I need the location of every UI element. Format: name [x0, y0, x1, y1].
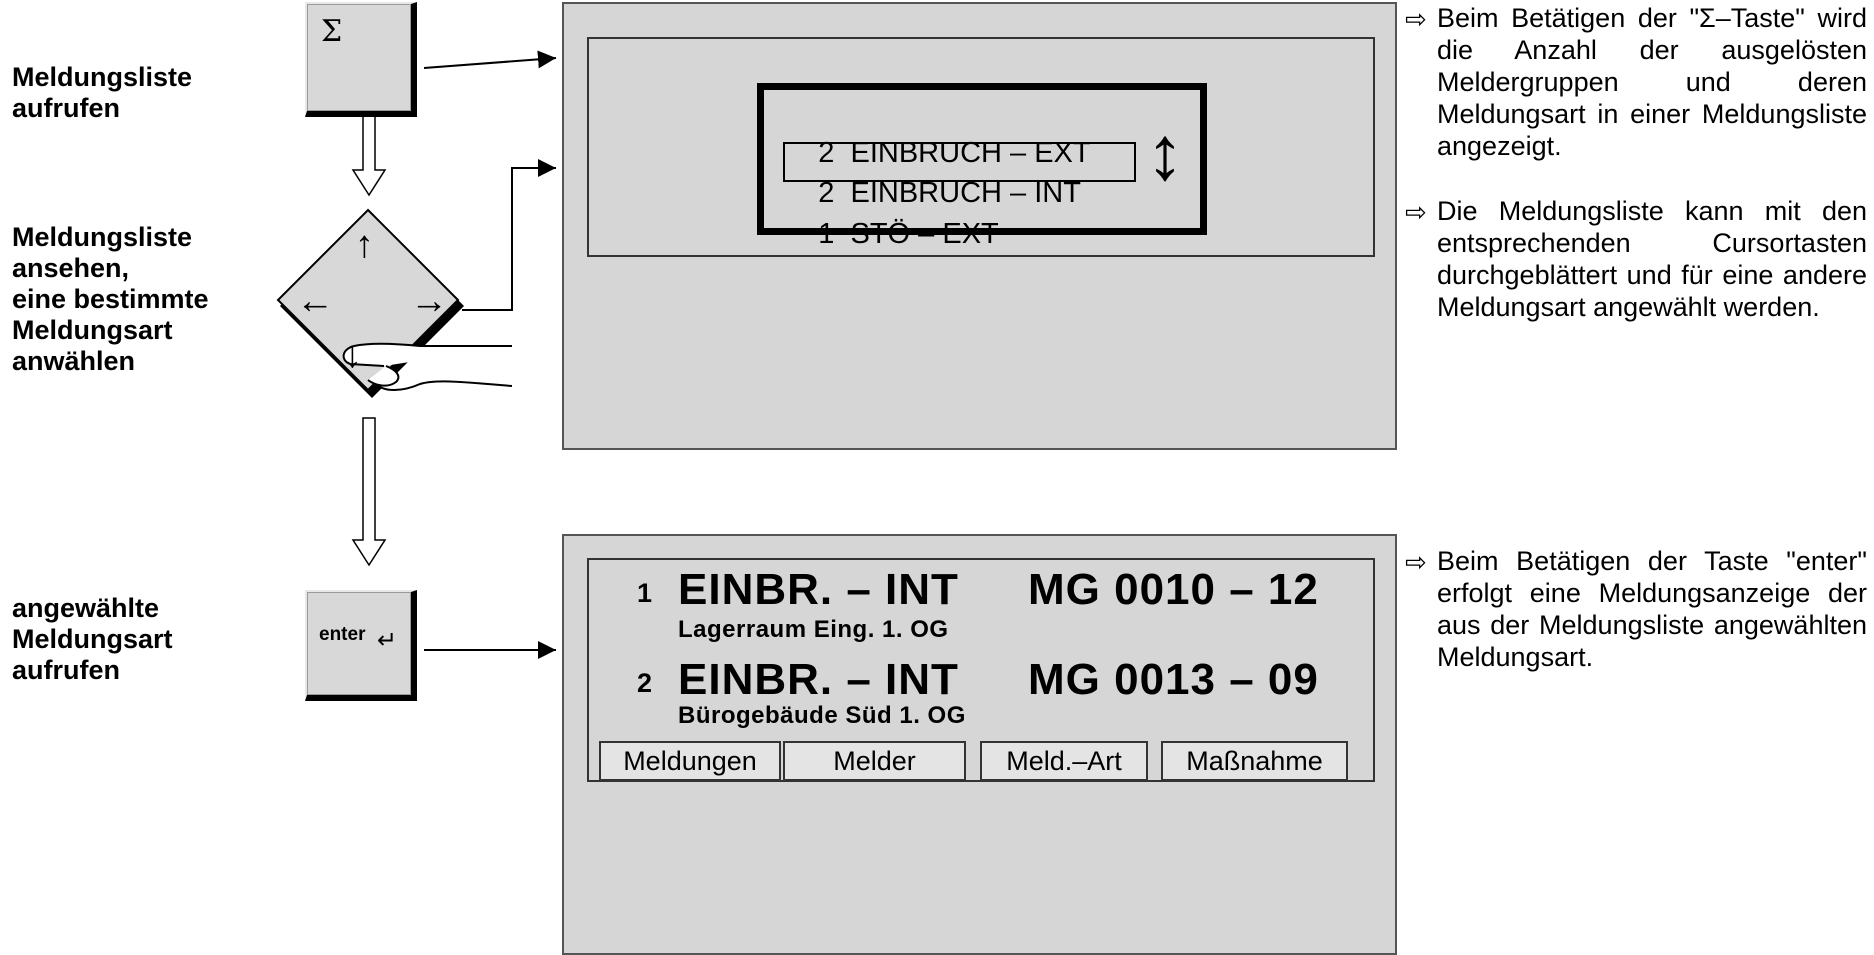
- step-label-open-list: Meldungsliste aufrufen: [12, 62, 193, 123]
- message-type: EINBR. – INT: [678, 565, 959, 614]
- desc-arrow-icon: ⇨: [1405, 4, 1427, 34]
- arrow-sigma-to-list: [423, 50, 557, 69]
- description-open-list: Beim Betätigen der "Σ–Taste" wird die An…: [1437, 3, 1867, 161]
- step-label-browse-list: Meldungsliste ansehen, eine bestimmte Me…: [12, 222, 209, 376]
- softkey-meld-art[interactable]: Meld.–Art: [980, 741, 1148, 781]
- cursor-up-icon[interactable]: ↑: [355, 224, 374, 266]
- sigma-icon: Σ: [321, 14, 343, 49]
- arrow-cursor-to-list: [462, 159, 556, 311]
- hand-icon: [342, 342, 513, 391]
- message-group: MG 0010 – 12: [1028, 565, 1319, 614]
- softkey-massnahme[interactable]: Maßnahme: [1161, 741, 1348, 781]
- hollow-arrow-down-2: [351, 417, 387, 567]
- hollow-arrow-down-1: [351, 109, 387, 197]
- description-browse-list: Die Meldungsliste kann mit den entsprech…: [1437, 196, 1867, 322]
- message-number: 2: [637, 668, 653, 698]
- list-item[interactable]: 1 STÖ – EXT: [818, 218, 999, 250]
- cursor-right-icon[interactable]: →: [410, 280, 448, 322]
- message-number: 1: [637, 578, 653, 608]
- list-item-selected-frame: [783, 142, 1136, 182]
- step-label-select-type: angewählte Meldungsart aufrufen: [12, 593, 173, 685]
- message-list: 2 EINBRUCH – EXT 2 EINBRUCH – INT 1 STÖ …: [757, 83, 1207, 250]
- message-type: EINBR. – INT: [678, 655, 959, 704]
- enter-icon: ↵: [377, 627, 398, 654]
- list-item-selected[interactable]: 2 EINBRUCH – INT: [818, 177, 1081, 209]
- description-select-type: Beim Betätigen der Taste "enter" erfolgt…: [1437, 546, 1867, 672]
- message-group: MG 0013 – 09: [1028, 655, 1319, 704]
- scroll-arrow-icon: ↕: [1146, 111, 1184, 196]
- softkey-melder[interactable]: Melder: [783, 741, 966, 781]
- message-location: Bürogebäude Süd 1. OG: [678, 702, 966, 729]
- enter-key[interactable]: enter ↵: [305, 590, 417, 701]
- cursor-left-icon[interactable]: ←: [296, 280, 334, 322]
- cursor-down-icon[interactable]: ↓: [343, 334, 362, 376]
- desc-arrow-icon: ⇨: [1405, 547, 1427, 577]
- sigma-key[interactable]: Σ: [305, 2, 417, 117]
- desc-arrow-icon: ⇨: [1405, 197, 1427, 227]
- softkey-meldungen[interactable]: Meldungen: [599, 741, 781, 781]
- enter-key-label: enter: [319, 624, 366, 645]
- message-location: Lagerraum Eing. 1. OG: [678, 616, 949, 643]
